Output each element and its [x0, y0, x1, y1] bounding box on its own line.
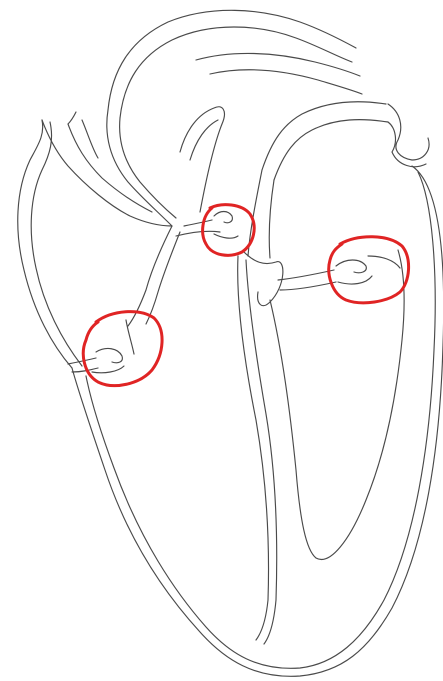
vena-cava-top-1 [68, 112, 76, 124]
pulmonary-artery-right [274, 120, 388, 180]
aorta-branch-upper [196, 53, 360, 76]
interventricular-septum-left [238, 256, 269, 640]
heart-outer-left-wall [18, 120, 72, 368]
heart-outer-right-wall [72, 166, 443, 676]
aorta-branch-lower [210, 70, 362, 94]
heart-inner-right-wall [86, 172, 435, 668]
vena-cava-top-2 [82, 120, 98, 158]
tricuspid-flap-lower [92, 366, 124, 373]
mitral-leaflet-base [278, 270, 334, 280]
pulmonary-flap-lower [214, 234, 238, 238]
right-atrium-inner-wall [31, 122, 82, 366]
interatrial-connection [176, 231, 220, 236]
tricuspid-valve-circle [83, 312, 162, 386]
pulmonary-valve-base [184, 220, 212, 226]
left-ventricle-inner-wall [270, 250, 404, 559]
superior-vena-cava-right [68, 124, 152, 212]
chambers [68, 170, 404, 644]
aorta-arch-inner [120, 27, 352, 118]
mitral-leaflet-base-2 [280, 282, 336, 290]
mitral-flap-lower [338, 276, 372, 284]
mitral-valve-circle [329, 237, 409, 303]
tricuspid-base [68, 358, 96, 364]
great-vessels [42, 10, 429, 226]
aorta-root-left [180, 107, 224, 212]
aortic-valve-stub [244, 252, 283, 306]
left-atrium-wall-2 [269, 180, 274, 258]
pulmonary-vein-loop-2 [388, 122, 426, 167]
valve-highlights [83, 205, 408, 386]
tricuspid-chord [126, 320, 134, 354]
aorta-root-right [190, 120, 218, 160]
pulmonary-flap-upper [214, 212, 232, 223]
pulmonary-artery-left [262, 102, 386, 170]
tricuspid-flap-upper [96, 349, 122, 363]
valve-flaps [92, 212, 400, 373]
mitral-flap-upper [336, 260, 366, 273]
mitral-flap-right [368, 256, 400, 268]
